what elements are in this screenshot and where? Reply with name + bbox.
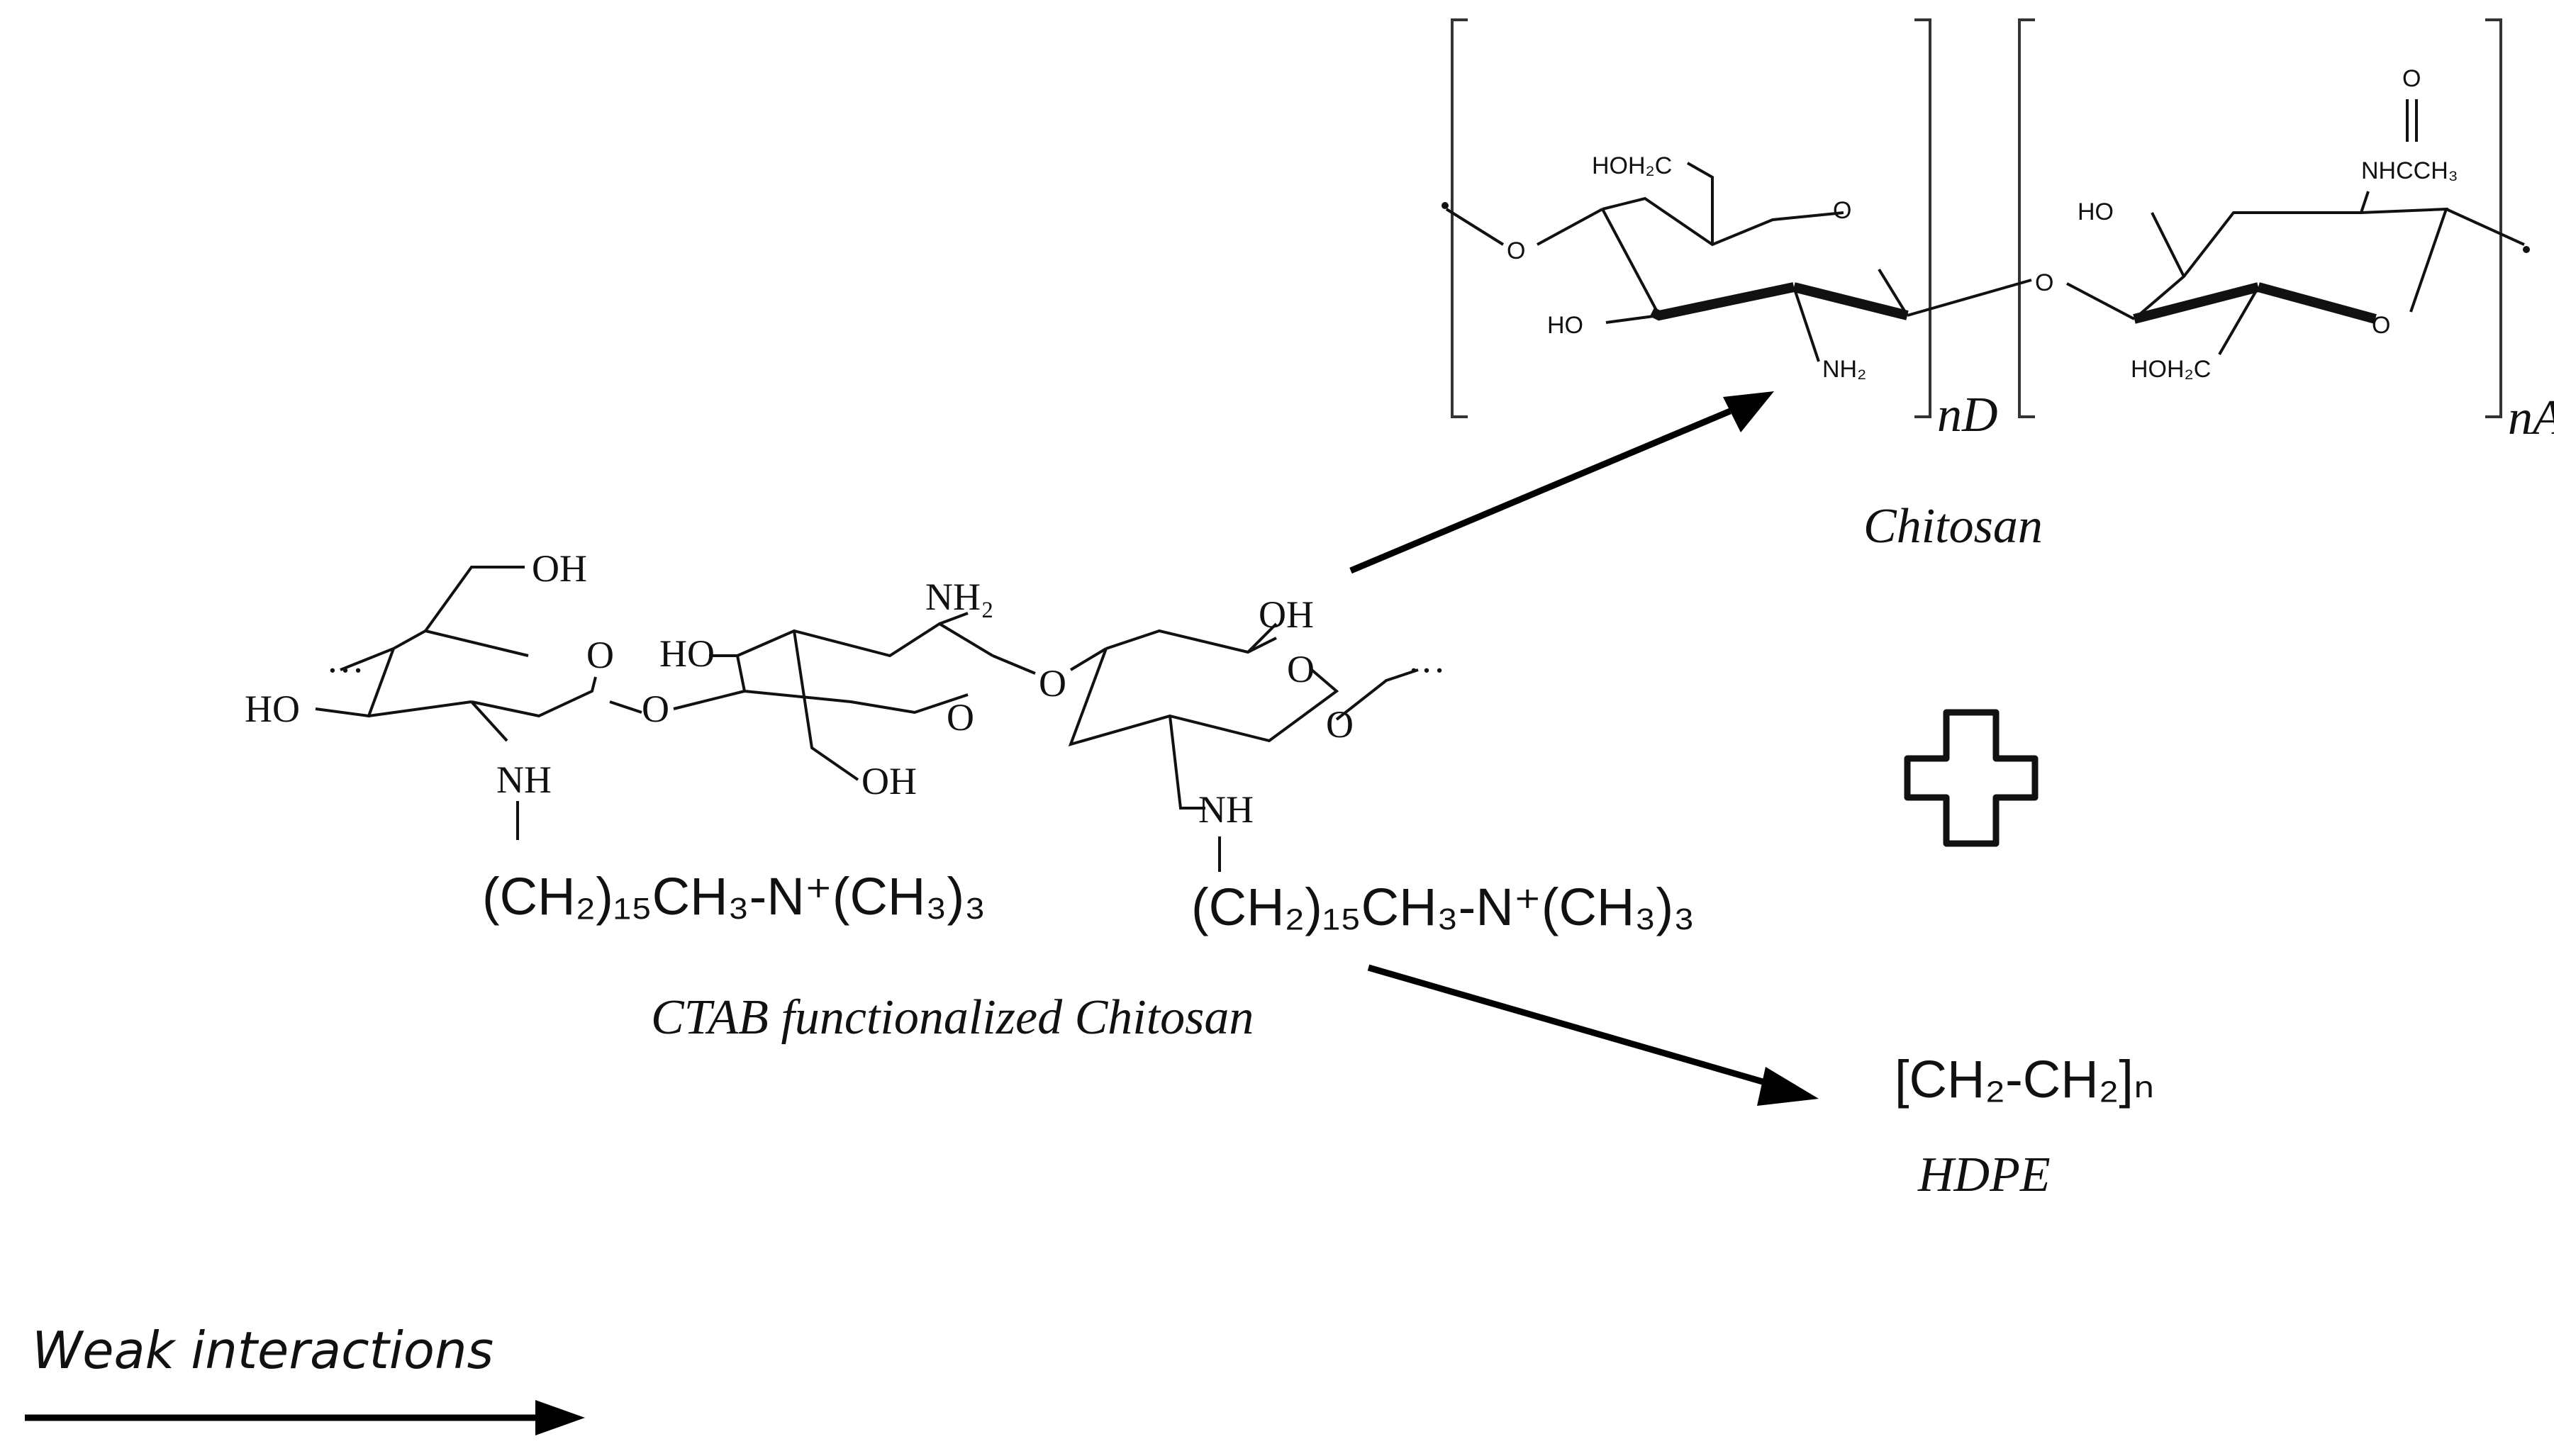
ring2-upper-bonds — [2133, 211, 2361, 320]
label-nh-1: NH — [496, 758, 552, 801]
label-oh-top: OH — [532, 547, 587, 590]
ring1-wedge-right — [1792, 282, 1909, 320]
chitosan-structure: HOH₂C O O HO NH₂ O HO O NHCCH₃ O HOH₂C n… — [1441, 18, 2554, 554]
ctab-ring2-ch2oh-bond — [793, 630, 859, 781]
hdpe-formula: [CH₂-CH₂]ₙ — [1895, 1050, 2154, 1109]
ctab-link1-bonds — [609, 690, 745, 714]
subscript-nd: nD — [1937, 388, 1998, 442]
ctab-ring2-nh2-bond — [939, 612, 969, 625]
ring1-o-bond — [1878, 268, 1909, 317]
legend-arrow-head — [535, 1400, 585, 1435]
plus-sign — [1904, 709, 2039, 847]
ctab-chain-label-2: (CH₂)₁₅CH₃-N⁺(CH₃)₃ — [1191, 878, 1695, 936]
label-o-link2: O — [1039, 662, 1066, 705]
label-nhcch3: NHCCH₃ — [2361, 157, 2458, 184]
label-o-end: O — [1326, 703, 1354, 746]
ring2-wedge-front — [2133, 282, 2260, 324]
ctab-ring2-bottom-bonds — [736, 655, 969, 715]
label-o-ring2: O — [2372, 312, 2390, 339]
ring1-wedge-front — [1649, 282, 1795, 321]
ctab-ring3-top-bonds — [1105, 629, 1277, 654]
label-dots-left: … — [326, 638, 364, 681]
chitosan-caption: Chitosan — [1863, 499, 2043, 554]
label-hoh2c-bottom: HOH₂C — [2131, 356, 2211, 383]
interaction-arrows — [1349, 391, 1819, 1106]
chain-end-dot-left — [1441, 202, 1449, 209]
ring1-ch2oh-bond — [1687, 162, 1714, 245]
ring1-ho-bond — [1605, 314, 1660, 324]
ctab-ring1-bottom-bond — [368, 700, 472, 717]
chain-end-dot-right — [2523, 246, 2530, 253]
label-o-carbonyl: O — [2402, 65, 2421, 92]
ring2-nh-bond — [2360, 191, 2370, 213]
label-oh-right: OH — [1259, 593, 1314, 636]
arrow-to-chitosan-head — [1723, 391, 1774, 432]
label-o-link1: O — [642, 688, 669, 730]
ctab-ring3-nh-bond — [1169, 715, 1205, 810]
ctab-ring1-nh-bond — [470, 700, 508, 742]
label-o-link-left: O — [1507, 237, 1525, 264]
carbonyl-double-bond — [2406, 99, 2418, 142]
label-nh2: NH₂ — [1822, 356, 1866, 383]
bracket-left-2 — [2018, 18, 2035, 418]
label-ho-left: HO — [245, 688, 300, 730]
label-dots-right: … — [1407, 638, 1446, 681]
label-ho-mid: HO — [659, 632, 715, 675]
ctab-link2-bonds — [992, 647, 1108, 675]
label-oh-bottom: OH — [861, 760, 917, 802]
legend: Weak interactions — [25, 1321, 585, 1435]
label-hoh2c-top: HOH₂C — [1592, 152, 1672, 179]
arrow-to-hdpe-head — [1757, 1067, 1819, 1106]
label-o-ring2: O — [947, 696, 974, 739]
hdpe-block: [CH₂-CH₂]ₙ HDPE — [1895, 1050, 2154, 1202]
bracket-right-2 — [2485, 18, 2502, 418]
ring2-wedge-right — [2257, 282, 2377, 324]
hdpe-caption: HDPE — [1917, 1148, 2051, 1202]
bracket-left-1 — [1451, 18, 1468, 418]
ctab-ring3-oh-bond — [1247, 622, 1278, 654]
bracket-right-1 — [1914, 18, 1931, 418]
ctab-ring2-top-bonds — [737, 622, 994, 658]
ring2-ch2oh-bond — [2218, 286, 2260, 356]
ctab-ring1-top-bonds — [340, 629, 529, 671]
legend-label: Weak interactions — [32, 1321, 493, 1380]
ring2-right-bonds — [2360, 207, 2448, 313]
ctab-ring1-ch2oh-bond — [424, 566, 525, 632]
ctab-end-bonds — [1335, 668, 1419, 721]
ctab-chitosan-structure: OH O HO NH O NH₂ HO O OH OH O O O NH … …… — [245, 547, 1695, 1045]
arrow-to-chitosan-shaft — [1349, 408, 1732, 574]
ctab-chain-label-1: (CH₂)₁₅CH₃-N⁺(CH₃)₃ — [482, 867, 986, 926]
label-nh-2: NH — [1198, 788, 1254, 831]
glycosidic-bonds — [1907, 279, 2135, 320]
label-nh2-ctab: NH₂ — [925, 576, 994, 618]
ring1-left-bond — [1601, 208, 1661, 316]
plus-outline-icon — [1904, 709, 2039, 847]
label-o-ring1: O — [1833, 197, 1851, 224]
arrow-to-hdpe-shaft — [1367, 964, 1774, 1088]
ring1-upper-bonds — [1602, 196, 1844, 247]
ctab-caption: CTAB functionalized Chitosan — [651, 990, 1254, 1045]
right-linkage-bond — [2446, 208, 2525, 246]
label-ho-1: HO — [1547, 312, 1583, 339]
label-o-ring1: O — [586, 634, 614, 676]
subscript-na: nA — [2508, 391, 2554, 445]
label-o-ring3: O — [1287, 648, 1315, 690]
ctab-ring1-right-bonds — [471, 676, 597, 718]
label-o-glyco: O — [2035, 269, 2053, 296]
ring1-nh2-bond — [1792, 286, 1820, 362]
ctab-ring3-bottom-bonds — [1068, 648, 1339, 747]
label-ho-2: HO — [2078, 198, 2114, 225]
left-linkage-bonds — [1445, 208, 1603, 246]
ring2-ho-bond — [2151, 212, 2185, 277]
